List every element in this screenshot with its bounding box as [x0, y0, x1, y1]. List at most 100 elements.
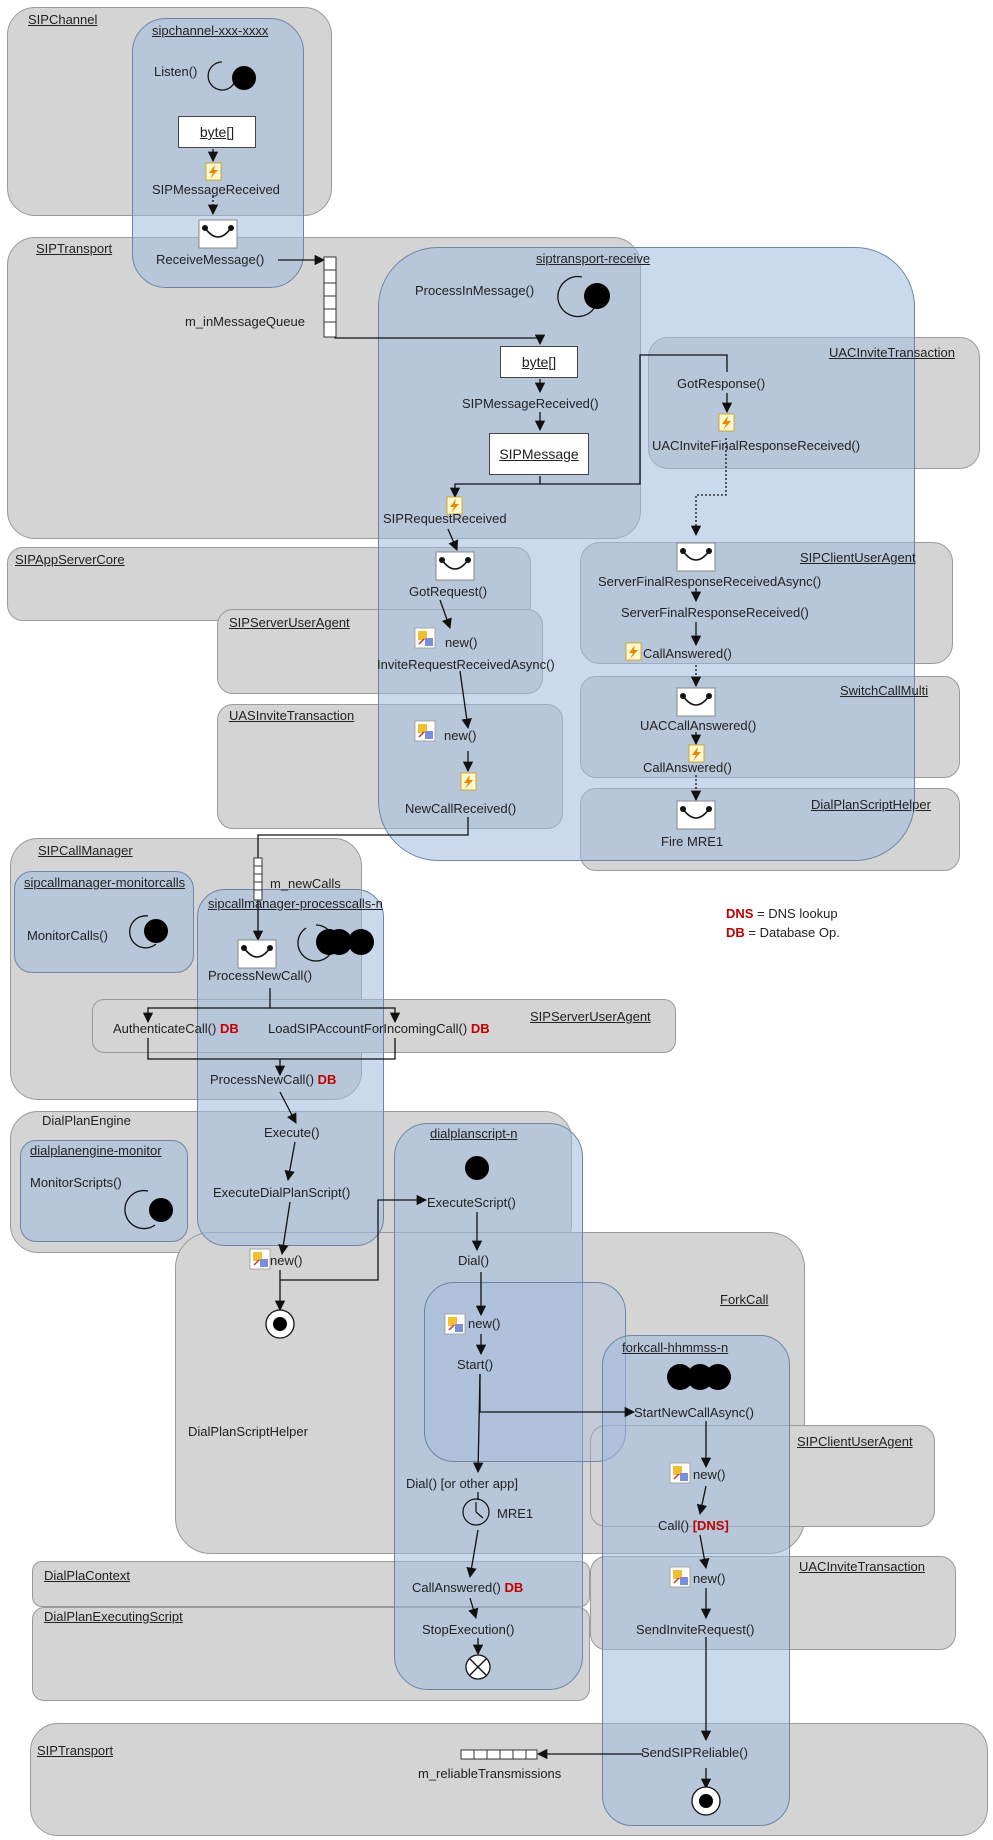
new6-create-icon [669, 1566, 691, 1588]
processnewcall2-label: ProcessNewCall() DB [210, 1072, 336, 1087]
callanswered2-event-icon [688, 744, 705, 763]
dialplanscripthelper-inner [424, 1282, 626, 1462]
sipappservercore-title: SIPAppServerCore [15, 552, 125, 567]
dialplanscript-title: dialplanscript-n [430, 1126, 518, 1141]
forkcall-thread-title: forkcall-hhmmss-n [622, 1340, 729, 1355]
legend-db: DB = Database Op. [726, 925, 840, 940]
uasinvitetransaction-title: UASInviteTransaction [229, 708, 355, 723]
processinmessage-loop-icon [557, 275, 610, 318]
new1-label: new() [445, 635, 478, 650]
receivemessage-label: ReceiveMessage() [156, 252, 265, 267]
dialplanengine-monitor-thread [20, 1140, 188, 1242]
uacinvitetransaction-title: UACInviteTransaction [829, 345, 955, 360]
db-marker: DB [504, 1580, 524, 1595]
switchcallmulti-title: SwitchCallMulti [840, 683, 929, 698]
serverfinalasync-label: ServerFinalResponseReceivedAsync() [598, 574, 822, 589]
sipcallmanager-monitor-thread [14, 871, 194, 973]
new5-label: new() [693, 1467, 726, 1482]
dialplanengine-title: DialPlanEngine [42, 1113, 131, 1128]
invitereqasync-label: InviteRequestReceivedAsync() [377, 657, 555, 672]
newcalls-label: m_newCalls [270, 876, 341, 891]
processnewcall-handler-icon [237, 939, 277, 969]
uacfinal-label: UACInviteFinalResponseReceived() [652, 438, 861, 453]
new6-label: new() [693, 1571, 726, 1586]
uaccallanswered-label: UACCallAnswered() [640, 718, 757, 733]
newcallreceived-event-icon [460, 772, 477, 791]
new5-create-icon [669, 1462, 691, 1484]
sipmessagereceived-event-icon [205, 162, 222, 181]
callanswered1-label: CallAnswered() [643, 646, 732, 661]
db-marker: DB [317, 1072, 337, 1087]
listen-label: Listen() [154, 64, 198, 79]
loadsipaccount-label: LoadSIPAccountForIncomingCall() DB [268, 1021, 490, 1036]
sipcallmanager-monitor-title: sipcallmanager-monitorcalls [24, 875, 186, 890]
monitorcalls-label: MonitorCalls() [27, 928, 108, 943]
stopexecution-label: StopExecution() [422, 1622, 515, 1637]
legend-dns: DNS = DNS lookup [726, 906, 838, 921]
byte-array-object: byte[] [178, 116, 256, 148]
firemre1-handler-icon [676, 800, 716, 830]
dialplanscripthelper-title: DialPlanScriptHelper [188, 1424, 308, 1439]
start-label: Start() [457, 1357, 494, 1372]
legend-dns-text: = DNS lookup [753, 906, 838, 921]
siprequestreceived-label: SIPRequestReceived [383, 511, 507, 526]
loadsipaccount-text: LoadSIPAccountForIncomingCall() [268, 1021, 468, 1036]
dialplanexecutingscript-title: DialPlanExecutingScript [44, 1609, 183, 1624]
processnewcall2-text: ProcessNewCall() [210, 1072, 315, 1087]
callanswered1-event-icon [625, 642, 642, 661]
legend-db-text: = Database Op. [744, 925, 840, 940]
byte-array-object-2: byte[] [500, 346, 578, 378]
forkcall-title: ForkCall [720, 1292, 769, 1307]
mre1-label: MRE1 [497, 1506, 534, 1521]
sipserveruseragent2-title: SIPServerUserAgent [530, 1009, 651, 1024]
legend-db-key: DB [726, 925, 745, 940]
call-label: Call() [DNS] [658, 1518, 729, 1533]
new3-label: new() [270, 1253, 303, 1268]
sipcallmanager-process-title: sipcallmanager-processcalls-n [208, 896, 383, 911]
processinmessage-label: ProcessInMessage() [415, 283, 535, 298]
processcalls-multi-thread-icon [297, 924, 374, 962]
startnewcallasync-label: StartNewCallAsync() [634, 1405, 754, 1420]
monitorscripts-label: MonitorScripts() [30, 1175, 122, 1190]
monitorscripts-loop-icon [124, 1189, 173, 1230]
dialother-label: Dial() [or other app] [406, 1476, 518, 1491]
sendinvite-label: SendInviteRequest() [636, 1622, 755, 1637]
callanswered2-label: CallAnswered() [643, 760, 732, 775]
siptransport-bottom-box [30, 1723, 988, 1836]
serverfinal-label: ServerFinalResponseReceived() [621, 605, 809, 620]
serverfinal-handler-icon [676, 542, 716, 572]
siprequestreceived-event-icon [446, 496, 463, 515]
dialplanscript-thread [394, 1123, 583, 1690]
inmessagequeue-label: m_inMessageQueue [185, 314, 305, 329]
gotrequest-label: GotRequest() [409, 584, 488, 599]
new1-create-icon [414, 627, 436, 649]
dialplanscripthelper-top-title: DialPlanScriptHelper [811, 797, 931, 812]
firemre1-label: Fire MRE1 [661, 834, 724, 849]
authenticatecall-text: AuthenticateCall() [113, 1021, 217, 1036]
new2-label: new() [444, 728, 477, 743]
new3-create-icon [249, 1248, 271, 1270]
sipclientuseragent-title: SIPClientUserAgent [800, 550, 916, 565]
db-marker: DB [219, 1021, 239, 1036]
dns-marker: [DNS] [692, 1518, 729, 1533]
sipmessagereceived-label: SIPMessageReceived [152, 182, 280, 197]
dialplanscript-start-node [465, 1156, 489, 1180]
sipchannel-title: SIPChannel [28, 12, 98, 27]
uacfinal-event-icon [718, 413, 735, 432]
dialplanengine-monitor-title: dialplanengine-monitor [30, 1143, 162, 1158]
sipchannel-thread-title: sipchannel-xxx-xxxx [152, 23, 269, 38]
callanswered3-text: CallAnswered() [412, 1580, 501, 1595]
execute-label: Execute() [264, 1125, 320, 1140]
call-text: Call() [658, 1518, 690, 1533]
reliabletrans-label: m_reliableTransmissions [418, 1766, 562, 1781]
forkcall-multi-thread-icon [667, 1364, 731, 1390]
new4-create-icon [444, 1313, 466, 1335]
sendreliable-label: SendSIPReliable() [641, 1745, 748, 1760]
siptransport-receive-title: siptransport-receive [536, 251, 651, 266]
siptransport-title: SIPTransport [36, 241, 113, 256]
listen-loop-icon [207, 61, 256, 91]
sipmessagereceived2-label: SIPMessageReceived() [462, 396, 599, 411]
sipcallmanager-title: SIPCallManager [38, 843, 133, 858]
new2-create-icon [414, 720, 436, 742]
forkcall-end-node [691, 1786, 721, 1816]
